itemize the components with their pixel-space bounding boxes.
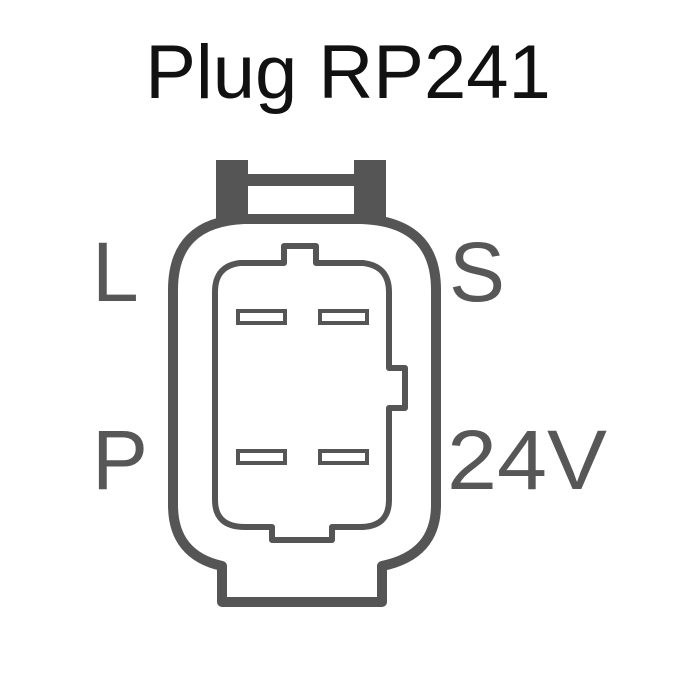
- pin-label-l: L: [92, 225, 139, 319]
- pin-terminal-bottom-right: [318, 449, 369, 465]
- pin-label-24v: 24V: [447, 413, 607, 507]
- connector-latch-tab-left: [216, 160, 248, 223]
- pin-terminal-bottom-left: [236, 449, 287, 465]
- pin-label-s: S: [449, 225, 505, 319]
- pin-terminal-top-left: [236, 309, 287, 325]
- connector-latch-tab-right: [354, 160, 386, 223]
- diagram-title: Plug RP241: [145, 30, 551, 115]
- connector-socket-cavity: [212, 243, 408, 543]
- pin-terminal-top-right: [318, 309, 369, 325]
- connector-housing: [168, 214, 441, 607]
- pin-label-p: P: [92, 413, 148, 507]
